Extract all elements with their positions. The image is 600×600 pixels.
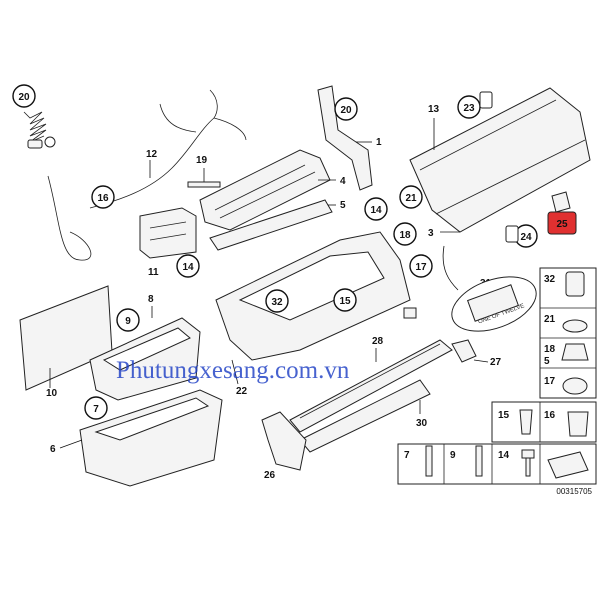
frame-part: 14 18 17 32 15 <box>215 197 433 361</box>
watermark-text: Phutungxesang.com.vn <box>116 357 350 384</box>
callout-24: 24 <box>520 232 532 243</box>
lower-rail-parts: 22 28 27 30 26 <box>231 336 502 481</box>
tray-parts: 10 8 9 <box>19 285 201 401</box>
label-27: 27 <box>490 357 502 368</box>
label-12: 12 <box>146 149 158 160</box>
callout-20a: 20 <box>18 92 30 103</box>
callout-14a: 14 <box>182 262 194 273</box>
label-22: 22 <box>236 386 248 397</box>
callout-20b: 20 <box>340 105 352 116</box>
legend-7: 7 <box>404 450 410 461</box>
callout-9: 9 <box>125 316 131 327</box>
legend-32: 32 <box>544 274 556 285</box>
label-5: 5 <box>340 200 346 211</box>
callout-23: 23 <box>463 103 475 114</box>
cable-part: 12 16 <box>47 89 247 261</box>
legend-16: 16 <box>544 410 556 421</box>
callout-25: 25 <box>556 219 568 230</box>
label-26: 26 <box>264 470 276 481</box>
callout-15: 15 <box>339 296 351 307</box>
label-8: 8 <box>148 294 154 305</box>
label-6: 6 <box>50 444 56 455</box>
spring-part: 20 <box>12 84 56 149</box>
hinge-part: 20 1 <box>317 85 382 191</box>
badge-plate: 31 ONE OF TWELVE <box>442 245 537 332</box>
callout-16: 16 <box>97 193 109 204</box>
label-11: 11 <box>148 267 159 278</box>
label-4: 4 <box>340 176 346 187</box>
callout-14b: 14 <box>370 205 382 216</box>
legend-17: 17 <box>544 376 556 387</box>
label-28: 28 <box>372 336 384 347</box>
label-1: 1 <box>376 137 382 148</box>
label-13: 13 <box>428 104 440 115</box>
legend-14: 14 <box>498 450 510 461</box>
latch-part: 11 14 <box>139 207 200 278</box>
label-10: 10 <box>46 388 58 399</box>
legend-21: 21 <box>544 314 556 325</box>
diagram-code: 00315705 <box>556 487 592 496</box>
legend-9: 9 <box>450 450 456 461</box>
legend-15: 15 <box>498 410 510 421</box>
label-30: 30 <box>416 418 428 429</box>
callout-32: 32 <box>271 297 283 308</box>
label-3: 3 <box>428 228 434 239</box>
label-19: 19 <box>196 155 208 166</box>
callout-7: 7 <box>93 404 99 415</box>
rail-parts: 19 4 5 <box>187 149 346 251</box>
callout-25-highlight <box>547 211 577 235</box>
callout-21: 21 <box>405 193 417 204</box>
legend-5: 5 <box>544 356 550 367</box>
box-part: 7 6 <box>50 389 223 487</box>
glovebox-lid: 13 23 21 3 24 25 <box>399 87 591 248</box>
callout-17: 17 <box>415 262 427 273</box>
hardware-legend: 32 21 18 5 17 15 16 7 9 14 00315705 <box>397 267 597 496</box>
legend-18: 18 <box>544 344 556 355</box>
callout-18: 18 <box>399 230 411 241</box>
